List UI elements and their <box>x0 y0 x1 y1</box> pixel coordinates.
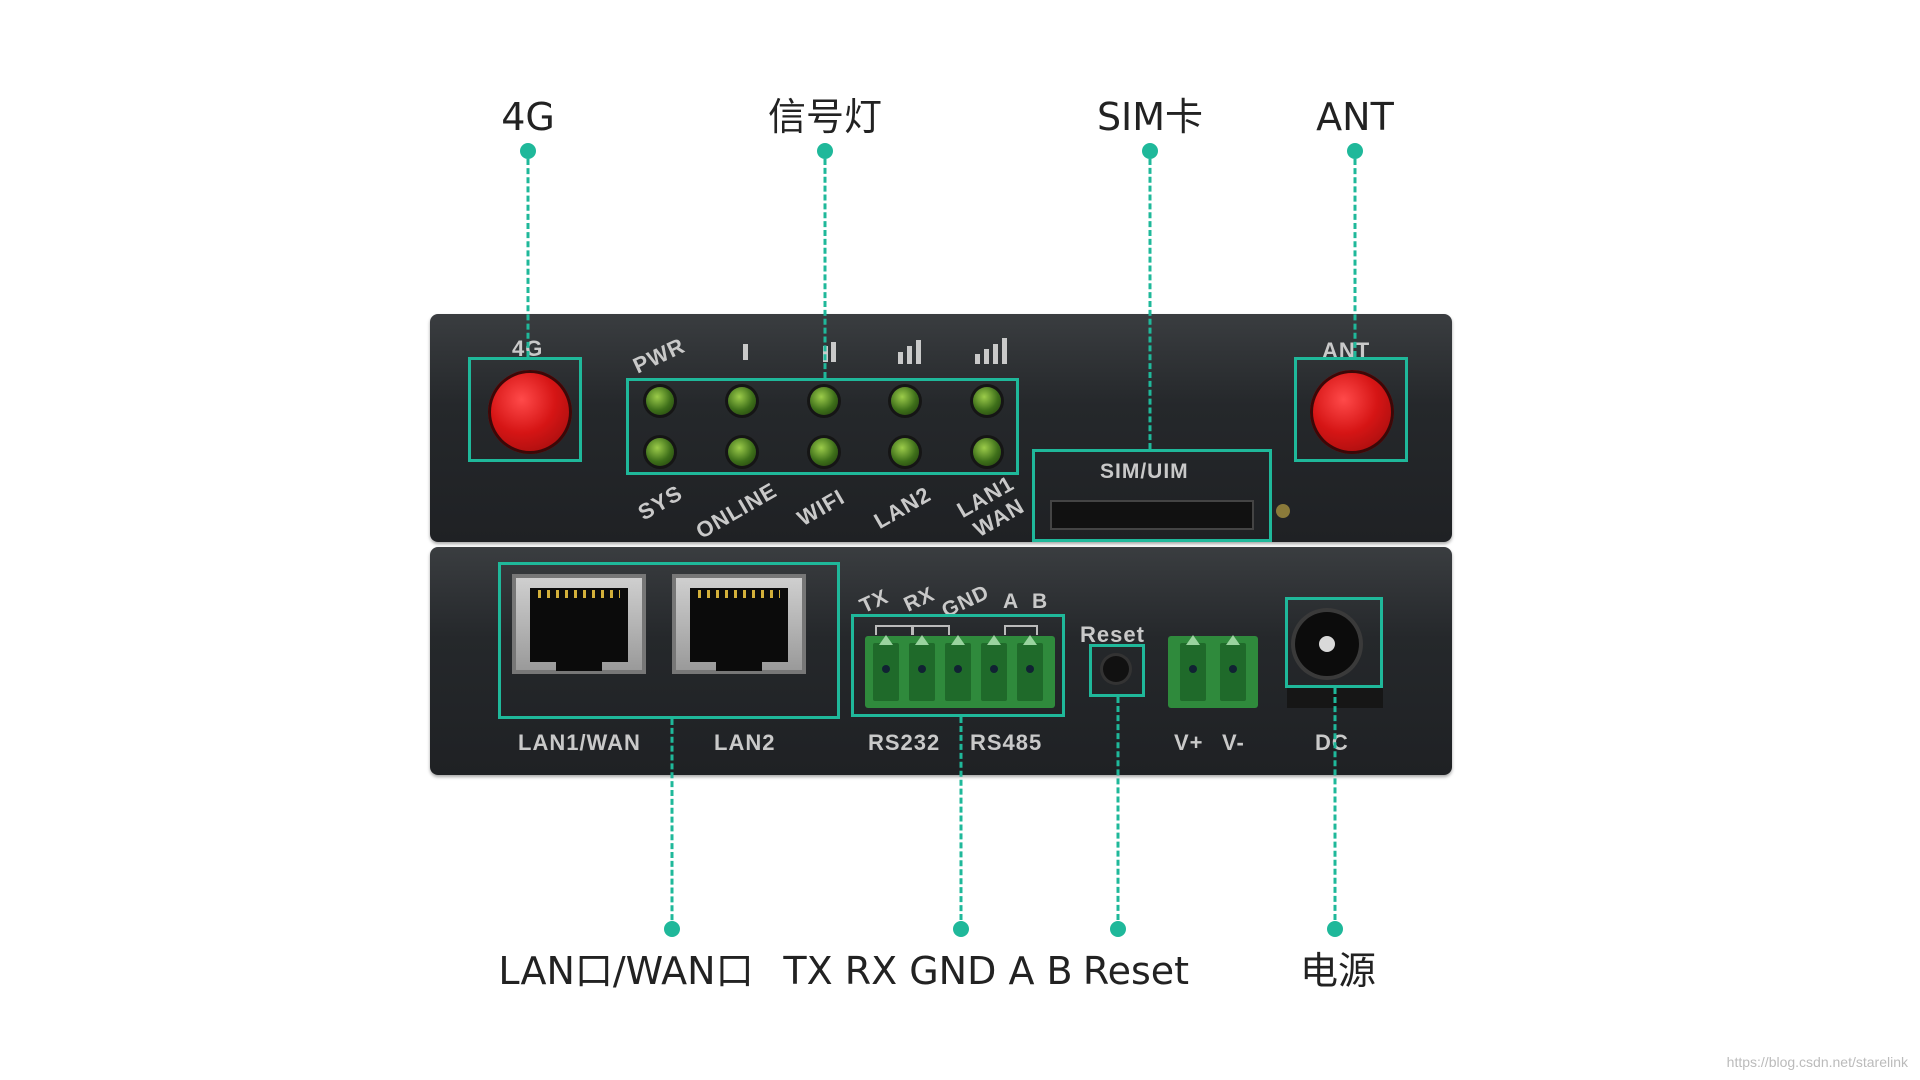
watermark: https://blog.csdn.net/starelink <box>1726 1054 1908 1070</box>
silk-b: B <box>1032 590 1049 613</box>
signal-bar-3-icon <box>898 340 924 364</box>
callout-dot-power <box>1327 921 1343 937</box>
silk-lan2: LAN2 <box>714 730 776 755</box>
led-pwr <box>646 387 674 415</box>
antenna-ant-connector <box>1310 370 1394 454</box>
led-sys <box>646 438 674 466</box>
highlight-ant <box>1294 357 1408 462</box>
bracket-a-b <box>1004 625 1038 635</box>
led-signal-2 <box>810 387 838 415</box>
leader-line-reset <box>1116 697 1120 929</box>
silk-reset: Reset <box>1080 622 1145 647</box>
leader-line-signal <box>823 159 827 378</box>
signal-bar-1-icon <box>743 344 748 360</box>
led-signal-1 <box>728 387 756 415</box>
terminal-block <box>865 635 1055 708</box>
led-wifi <box>810 438 838 466</box>
callout-reset: Reset <box>1082 949 1190 993</box>
callout-lan-wan: LAN口/WAN口 <box>498 949 754 993</box>
dc-power-jack <box>1295 612 1359 676</box>
lan2-port <box>672 574 806 674</box>
callout-dot-sim <box>1142 143 1158 159</box>
silk-dc: DC <box>1315 730 1349 755</box>
callout-sim-card: SIM卡 <box>1096 95 1204 139</box>
callout-dot-signal <box>817 143 833 159</box>
silk-rs485: RS485 <box>970 730 1043 755</box>
led-online <box>728 438 756 466</box>
highlight-lan-ports <box>498 562 840 719</box>
silk-v-plus: V+ <box>1174 730 1204 755</box>
silk-rs232: RS232 <box>868 730 941 755</box>
leader-line-terminal <box>959 717 963 929</box>
callout-dot-4g <box>520 143 536 159</box>
leader-line-power <box>1333 688 1337 929</box>
led-lan1-wan <box>973 438 1001 466</box>
antenna-4g-connector <box>488 370 572 454</box>
reset-button <box>1103 656 1129 682</box>
callout-terminal-pins: TX RX GND A B <box>783 949 1073 993</box>
callout-dot-ant <box>1347 143 1363 159</box>
led-signal-3 <box>891 387 919 415</box>
silk-a: A <box>1003 590 1020 613</box>
callout-dot-reset <box>1110 921 1126 937</box>
callout-signal-lights: 信号灯 <box>767 95 883 139</box>
silk-v-minus: V- <box>1222 730 1245 755</box>
power-terminal <box>1168 635 1258 708</box>
highlight-4g <box>468 357 582 462</box>
leader-line-4g <box>526 159 530 357</box>
highlight-terminal <box>851 614 1065 717</box>
leader-line-ant <box>1353 159 1357 357</box>
silk-lan1-wan: LAN1/WAN <box>518 730 641 755</box>
callout-dot-terminal <box>953 921 969 937</box>
bracket-rx-gnd <box>912 625 950 635</box>
led-lan2 <box>891 438 919 466</box>
signal-bar-4-icon <box>975 338 1011 364</box>
highlight-reset <box>1089 644 1145 697</box>
sim-indicator-led <box>1276 504 1290 518</box>
lan1-wan-port <box>512 574 646 674</box>
callout-power: 电源 <box>1299 949 1377 993</box>
highlight-signal-lights <box>626 378 1019 475</box>
leader-line-lan <box>670 719 674 929</box>
highlight-sim <box>1032 449 1272 542</box>
led-signal-4 <box>973 387 1001 415</box>
leader-line-sim <box>1148 159 1152 449</box>
callout-ant: ANT <box>1316 95 1394 139</box>
callout-dot-lan <box>664 921 680 937</box>
sim-card-slot <box>1050 500 1254 530</box>
callout-4g: 4G <box>501 95 555 139</box>
silk-sim-uim: SIM/UIM <box>1100 460 1189 483</box>
highlight-dc <box>1285 597 1383 688</box>
